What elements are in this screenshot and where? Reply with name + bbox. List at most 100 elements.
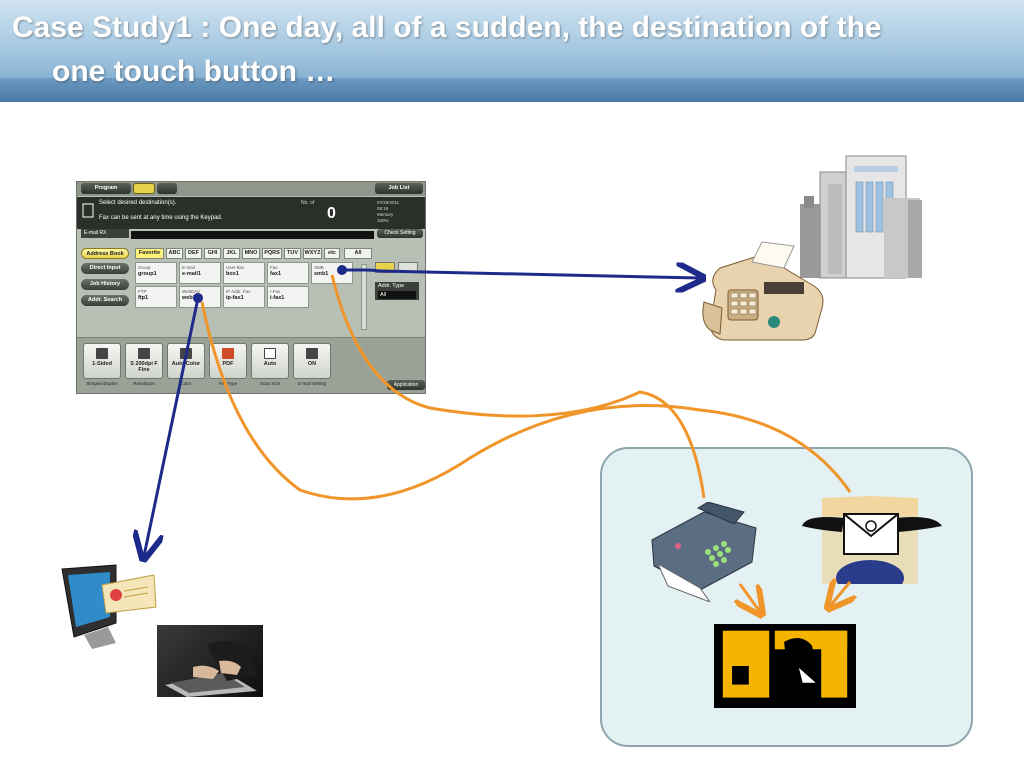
dest-type: IP Addr. Fax <box>226 289 251 294</box>
tab-all[interactable]: All <box>344 248 372 259</box>
office-fax-icon <box>651 502 757 602</box>
dest-type: E-mail <box>182 265 195 270</box>
dest-type: User Box <box>226 265 245 270</box>
simplex-duplex-button[interactable]: 1-Sided <box>83 343 121 379</box>
fax-mode-icon[interactable] <box>133 183 155 194</box>
dest-type: WebDAV <box>182 289 201 294</box>
laptop-typing-photo <box>157 625 263 697</box>
addr-type-value: All <box>378 291 416 299</box>
tab-def[interactable]: DEF <box>185 248 202 259</box>
slide-title: Case Study1 : One day, all of a sudden, … <box>12 6 1012 94</box>
file-type-button[interactable]: PDF <box>209 343 247 379</box>
color-label: Color <box>180 381 192 386</box>
tab-ghi[interactable]: GHI <box>204 248 221 259</box>
resolution-value: S 200dpi F Fine <box>130 361 158 373</box>
scan-size-value: Auto <box>263 361 277 367</box>
dest-type: FTP <box>138 289 147 294</box>
email-setting-button[interactable]: ON <box>293 343 331 379</box>
direct-input-button[interactable]: Direct Input <box>81 263 129 274</box>
copier-control-panel: Program Job List Select desired destinat… <box>76 181 426 394</box>
scan-mode-icon[interactable] <box>157 183 177 194</box>
winged-email-icon <box>802 496 942 584</box>
tab-favorite[interactable]: Favorite <box>135 248 164 259</box>
simplex-value: 1-Sided <box>92 361 112 367</box>
email-setting-icon <box>306 348 318 359</box>
program-button[interactable]: Program <box>81 183 131 194</box>
dest-name: ip-fax1 <box>226 295 244 301</box>
color-value: Auto Color <box>171 361 201 367</box>
simplex-label: Simplex/Duplex <box>86 381 118 386</box>
email-rx-button[interactable]: E-mail RX <box>81 229 129 238</box>
email-setting-label: E-mail Setting <box>297 381 326 386</box>
memory-value: 100% <box>377 218 389 223</box>
dest-name: i-fax1 <box>270 295 285 301</box>
destination-scrollbar[interactable] <box>361 264 367 330</box>
color-icon <box>180 348 192 359</box>
scan-size-label: Scan Size <box>259 381 281 386</box>
office-building-icon <box>800 155 922 279</box>
file-type-label: File Type <box>218 381 238 386</box>
title-line-2: one touch button … <box>52 55 336 88</box>
tab-mno[interactable]: MNO <box>242 248 260 259</box>
dest-name: fax1 <box>270 271 282 277</box>
page-icon <box>96 348 108 359</box>
dest-type: I-Fax <box>270 289 281 294</box>
tab-tuv[interactable]: TUV <box>284 248 301 259</box>
status-date: 07/29/2011 <box>377 200 400 205</box>
panel-status-bar: Select desired destination(s). Fax can b… <box>77 197 425 229</box>
resolution-button[interactable]: S 200dpi F Fine <box>125 343 163 379</box>
resolution-icon <box>138 348 150 359</box>
color-button[interactable]: Auto Color <box>167 343 205 379</box>
function-bar: 1-Sided S 200dpi F Fine Auto Color PDF A… <box>77 337 425 393</box>
dest-type: Group <box>138 265 151 270</box>
dest-name: group1 <box>138 271 157 277</box>
job-history-button[interactable]: Job History <box>81 279 129 290</box>
dest-type: Fax <box>270 265 278 270</box>
dest-name: e-mail1 <box>182 271 201 277</box>
addr-type-dropdown[interactable]: Addr. Type All <box>375 282 419 300</box>
job-list-button[interactable]: Job List <box>375 183 423 194</box>
tab-etc[interactable]: etc <box>324 248 340 259</box>
list-view-icon[interactable] <box>398 262 418 273</box>
grid-view-icon[interactable] <box>375 262 395 273</box>
application-button[interactable]: Application <box>387 380 425 390</box>
dest-name: web1 <box>182 295 196 301</box>
tab-wxyz[interactable]: WXYZ <box>303 248 322 259</box>
status-message-2: Fax can be sent at any time using the Ke… <box>99 215 223 221</box>
laptop-typing-image <box>165 640 257 697</box>
address-book-button[interactable]: Address Book <box>81 248 129 259</box>
slide-header <box>0 0 1024 102</box>
office-worker-icon <box>714 624 856 708</box>
dest-name: ftp1 <box>138 295 149 301</box>
resolution-label: Resolution <box>133 381 155 386</box>
addr-type-label: Addr. Type <box>378 283 405 289</box>
count-label: No. of <box>301 200 315 206</box>
scan-size-button[interactable]: Auto <box>251 343 289 379</box>
check-setting-button[interactable]: Check Setting <box>377 229 423 238</box>
tab-abc[interactable]: ABC <box>166 248 183 259</box>
title-line-1: Case Study1 : One day, all of a sudden, … <box>12 11 882 44</box>
tab-pqrs[interactable]: PQRS <box>262 248 282 259</box>
email-setting-value: ON <box>307 361 317 367</box>
memory-label: Memory <box>377 212 394 217</box>
page-size-icon <box>264 348 276 359</box>
addr-search-button[interactable]: Addr. Search <box>81 295 129 306</box>
tab-jkl[interactable]: JKL <box>223 248 240 259</box>
fax-machine-icon <box>702 241 824 341</box>
dest-name: box1 <box>226 271 239 277</box>
destination-count: 0 <box>327 205 336 222</box>
pdf-icon <box>222 348 234 359</box>
dest-name: smb1 <box>314 271 329 277</box>
computer-monitor-icon <box>61 564 157 649</box>
status-time: 08:15 <box>377 206 389 211</box>
panel-top-bar: Program Job List <box>77 182 425 196</box>
